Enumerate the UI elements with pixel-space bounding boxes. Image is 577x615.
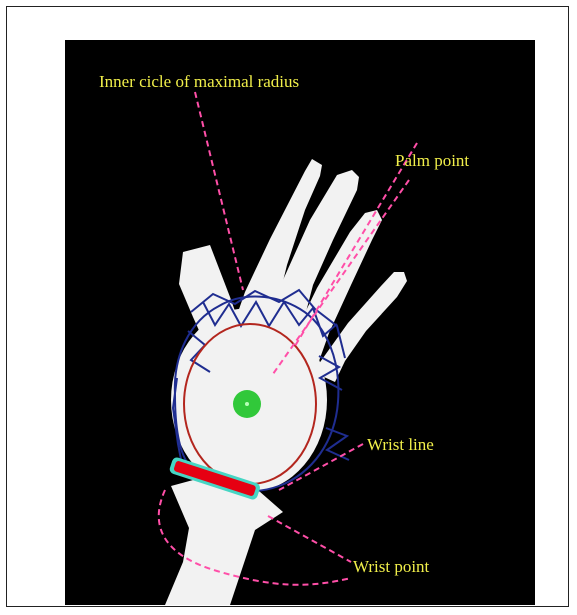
hand-diagram-svg: Inner cicle of maximal radius Palm point… (65, 40, 535, 605)
inner-circle-label: Inner cicle of maximal radius (99, 72, 299, 91)
wrist-line-label: Wrist line (367, 435, 434, 454)
palm-point-label: Palm point (395, 151, 469, 170)
wrist-point-label: Wrist point (353, 557, 430, 576)
palm-point-center (245, 402, 249, 406)
figure-frame: Inner cicle of maximal radius Palm point… (6, 6, 569, 607)
hand-diagram: Inner cicle of maximal radius Palm point… (65, 40, 535, 605)
